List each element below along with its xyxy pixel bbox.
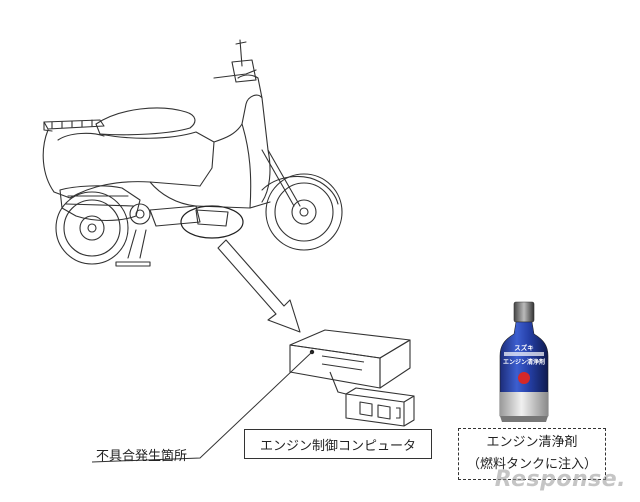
bottle-brand-text: スズキ xyxy=(514,343,534,352)
pointer-arrow xyxy=(217,239,301,333)
defect-location-ellipse xyxy=(180,205,244,239)
defect-location-label: 不具合発生箇所 xyxy=(96,449,188,464)
leader-line xyxy=(91,351,313,463)
response-watermark: Response. xyxy=(494,467,626,492)
engine-cleaner-note: （燃料タンクに注入） xyxy=(466,457,597,472)
bottle-name-text: エンジン清浄剤 xyxy=(503,358,545,366)
scooter-illustration xyxy=(42,39,343,267)
ecu-illustration xyxy=(289,329,415,427)
engine-cleaner-label: エンジン清浄剤 xyxy=(486,435,578,450)
engine-cleaner-label-box: エンジン清浄剤 （燃料タンクに注入） xyxy=(458,428,606,480)
ecu-label-box: エンジン制御コンピュータ xyxy=(244,429,432,459)
engine-cleaner-bottle xyxy=(499,301,549,422)
ecu-label: エンジン制御コンピュータ xyxy=(259,438,416,454)
